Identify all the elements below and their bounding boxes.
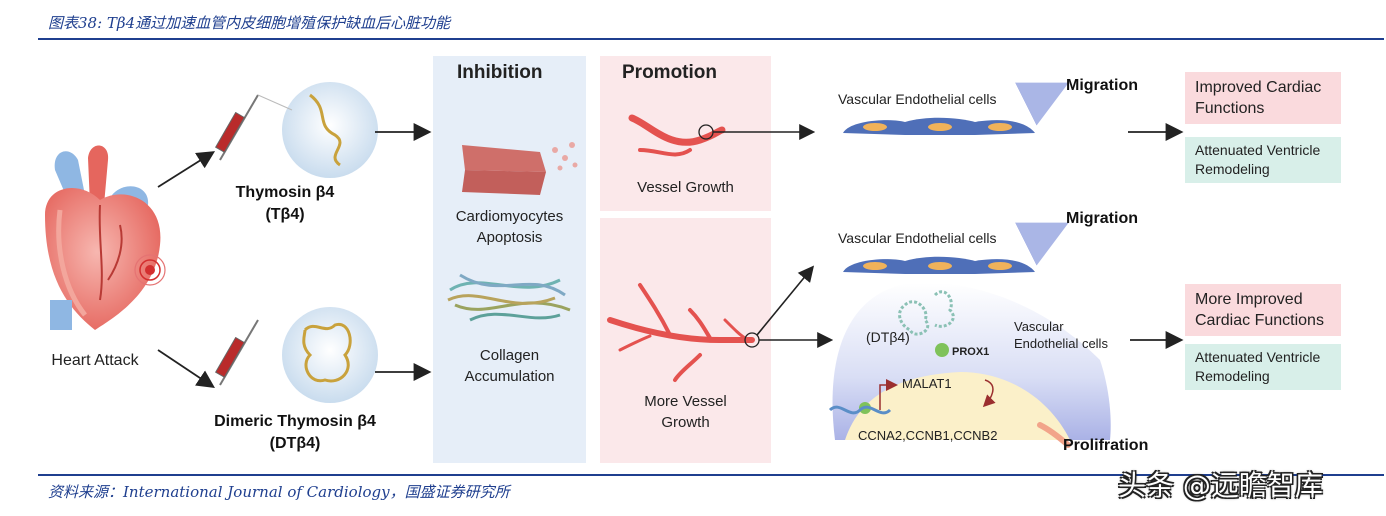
vascular-line2: Endothelial cells bbox=[1014, 336, 1108, 351]
inhibition-header: Inhibition bbox=[457, 62, 543, 83]
attenuated-remodeling-box-bottom: Attenuated Ventricle Remodeling bbox=[1185, 344, 1341, 390]
syringe-icon-top bbox=[214, 94, 259, 161]
migration-label-top: Migration bbox=[1066, 77, 1138, 94]
collagen-label: Collagen Accumulation bbox=[433, 345, 586, 387]
endothelial-cells-bottom bbox=[843, 256, 1035, 274]
dtb4-inner-label: (DTβ4) bbox=[866, 329, 910, 345]
heart-attack-label: Heart Attack bbox=[51, 352, 139, 369]
more-vessel-growth-line2: Growth bbox=[661, 414, 710, 431]
promotion-panel-top bbox=[600, 56, 771, 211]
vascular-line1: Vascular bbox=[1014, 319, 1064, 334]
attenuated-bottom-line2: Remodeling bbox=[1195, 368, 1270, 384]
syringe-icon-bottom bbox=[214, 319, 259, 386]
attenuated-bottom-line1: Attenuated Ventricle bbox=[1195, 349, 1321, 365]
malat1-label: MALAT1 bbox=[902, 376, 952, 391]
ccna-label: CCNA2,CCNB1,CCNB2 bbox=[858, 428, 998, 443]
vessel-growth-label: Vessel Growth bbox=[637, 179, 734, 196]
dtb4-label: Dimeric Thymosin β4 (DTβ4) bbox=[180, 411, 410, 455]
heart-icon bbox=[45, 145, 166, 330]
promotion-header: Promotion bbox=[622, 62, 717, 83]
source-rule bbox=[38, 474, 1384, 476]
dtb4-label-line2: (DTβ4) bbox=[269, 435, 321, 452]
tb4-label-line1: Thymosin β4 bbox=[235, 184, 335, 201]
collagen-icon bbox=[447, 273, 571, 322]
vessel-icon-top bbox=[628, 114, 726, 157]
cardiomyocytes-label-line1: Cardiomyocytes bbox=[455, 208, 564, 225]
vascular-endothelial-cells-label: Vascular Endothelial cells bbox=[1014, 318, 1108, 352]
prox1-label: PROX1 bbox=[952, 346, 990, 358]
more-improved-line1: More Improved bbox=[1195, 291, 1303, 308]
vessel-icon-bottom bbox=[607, 283, 760, 382]
endothelial-cells-label-top: Vascular Endothelial cells bbox=[838, 91, 997, 107]
proliferation-label: Prolifration bbox=[1063, 437, 1149, 454]
cardiomyocytes-label-line2: Apoptosis bbox=[476, 229, 543, 246]
endothelial-cells-label-bottom: Vascular Endothelial cells bbox=[838, 230, 997, 246]
figure-title: 图表38: Tβ4通过加速血管内皮细胞增殖保护缺血后心脏功能 bbox=[48, 14, 451, 32]
dtb4-molecule-icon bbox=[282, 307, 378, 403]
improved-cardiac-line2: Functions bbox=[1195, 100, 1265, 117]
tb4-label-line2: (Tβ4) bbox=[265, 206, 305, 223]
attenuated-remodeling-box-top: Attenuated Ventricle Remodeling bbox=[1185, 137, 1341, 183]
more-improved-cardiac-box: More Improved Cardiac Functions bbox=[1185, 284, 1341, 336]
attenuated-top-line2: Remodeling bbox=[1195, 161, 1270, 177]
inhibition-panel bbox=[433, 56, 586, 463]
tb4-label: Thymosin β4 (Tβ4) bbox=[220, 182, 350, 226]
more-vessel-growth-label: More Vessel Growth bbox=[600, 391, 771, 433]
migration-label-bottom: Migration bbox=[1066, 210, 1138, 227]
source-note: 资料来源：International Journal of Cardiology… bbox=[48, 483, 510, 501]
more-vessel-growth-line1: More Vessel bbox=[644, 393, 727, 410]
dtb4-label-line1: Dimeric Thymosin β4 bbox=[214, 413, 376, 430]
cardiomyocytes-icon bbox=[462, 142, 578, 195]
improved-cardiac-box: Improved Cardiac Functions bbox=[1185, 72, 1341, 124]
cardiomyocytes-label: Cardiomyocytes Apoptosis bbox=[433, 206, 586, 248]
improved-cardiac-line1: Improved Cardiac bbox=[1195, 79, 1322, 96]
endothelial-cell-large bbox=[828, 282, 1111, 440]
collagen-label-line1: Collagen bbox=[479, 347, 540, 364]
more-improved-line2: Cardiac Functions bbox=[1195, 312, 1324, 329]
title-rule bbox=[38, 38, 1384, 40]
attenuated-top-line1: Attenuated Ventricle bbox=[1195, 142, 1321, 158]
collagen-label-line2: Accumulation bbox=[464, 368, 555, 385]
watermark: 头条 @远瞻智库 bbox=[1118, 469, 1323, 502]
endothelial-cells-top bbox=[843, 117, 1035, 135]
